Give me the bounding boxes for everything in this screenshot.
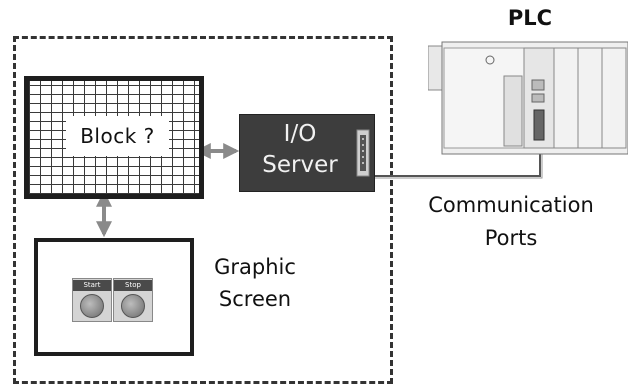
stop-button-knob xyxy=(121,294,145,318)
stop-button-label: Stop xyxy=(114,280,152,291)
io-server-box: I/O Server xyxy=(239,114,375,192)
plc-label: PLC xyxy=(507,6,553,30)
system-boundary xyxy=(13,36,393,384)
plc-rack-image xyxy=(428,41,628,155)
start-button-label: Start xyxy=(73,280,111,291)
block-label: Block ? xyxy=(66,116,169,156)
graphic-screen-display: Start Stop xyxy=(34,238,194,356)
communication-label-line1: Communication xyxy=(428,193,594,217)
serial-port-icon xyxy=(356,129,370,177)
graphic-screen-label-line2: Screen xyxy=(218,287,292,311)
io-server-label-line1: I/O xyxy=(283,121,317,147)
io-server-label-line2: Server xyxy=(262,152,338,178)
start-push-button: Start xyxy=(72,278,112,322)
stop-push-button: Stop xyxy=(113,278,153,322)
graphic-screen-label-line1: Graphic xyxy=(214,255,296,279)
communication-label-line2: Ports xyxy=(484,226,538,250)
start-button-knob xyxy=(80,294,104,318)
